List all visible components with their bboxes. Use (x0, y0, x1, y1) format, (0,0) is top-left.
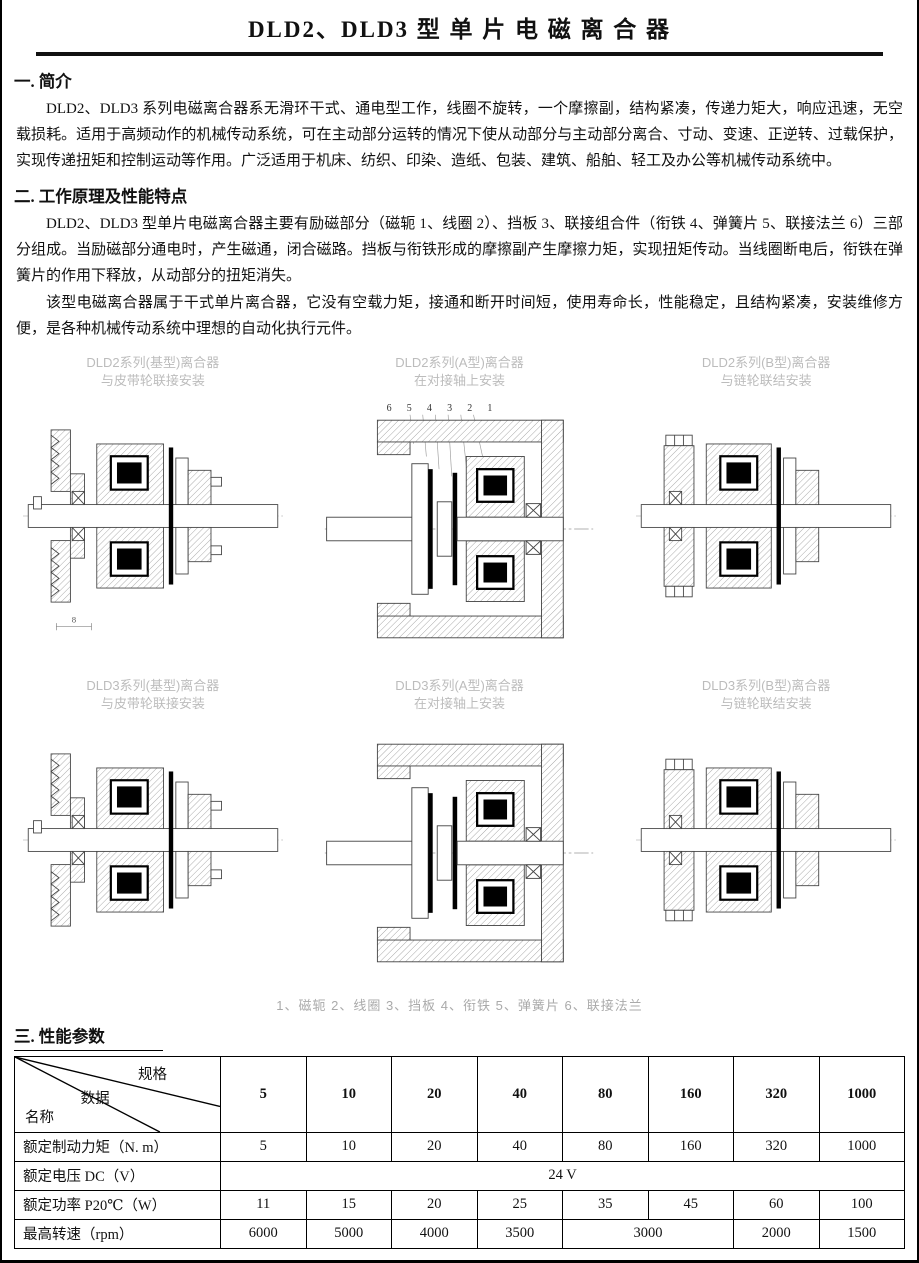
clutch-drawing-coupling: 6 5 4 3 2 1 (306, 404, 612, 665)
table-col-header: 320 (733, 1055, 820, 1133)
table-cell: 5 (220, 1131, 307, 1162)
table-cell: 4000 (391, 1218, 478, 1249)
table-col-header: 160 (647, 1055, 734, 1133)
figure-caption-line1: DLD3系列(A型)离合器 (395, 678, 524, 694)
figure-caption: DLD2系列(基型)离合器 与皮带轮联接安装 (86, 354, 219, 389)
figure-caption-line1: DLD3系列(基型)离合器 (86, 678, 220, 694)
clutch-drawing-pulley (20, 717, 286, 963)
table-cell: 20 (391, 1131, 478, 1162)
figure-dld3-b: DLD3系列(B型)离合器 与链轮联结安装 (627, 677, 905, 962)
principle-paragraph-1: DLD2、DLD3 型单片电磁离合器主要有励磁部分（磁轭 1、线圈 2）、挡板 … (16, 216, 903, 284)
table-cell: 6000 (220, 1218, 307, 1249)
figure-caption-line2: 与链轮联结安装 (720, 696, 812, 712)
figure-dld3-base: DLD3系列(基型)离合器 与皮带轮联接安装 (14, 677, 292, 962)
figure-dld3-a: DLD3系列(A型)离合器 在对接轴上安装 (296, 677, 624, 988)
table-cell: 20 (391, 1189, 478, 1220)
figure-caption: DLD3系列(B型)离合器 与链轮联结安装 (702, 677, 831, 712)
figure-caption-line1: DLD2系列(A型)离合器 (395, 355, 524, 371)
table-corner-cell: 规格 数据 名称 (14, 1055, 221, 1133)
principle-paragraph-2: 该型电磁离合器属于干式单片离合器，它没有空载力矩，接通和断开时间短，使用寿命长，… (16, 294, 903, 337)
table-cell: 15 (305, 1189, 392, 1220)
table-col-header: 40 (476, 1055, 563, 1133)
table-cell: 1500 (818, 1218, 905, 1249)
section-heading-dimensions: 四. 外形及安装尺寸 (14, 1258, 905, 1260)
page-title: DLD2、DLD3 型 单 片 电 磁 离 合 器 (247, 17, 672, 42)
figure-dld2-b: DLD2系列(B型)离合器 与链轮联结安装 (627, 354, 905, 639)
section-heading-principle: 二. 工作原理及性能特点 (14, 187, 188, 207)
figure-caption-line2: 与皮带轮联接安装 (100, 696, 205, 712)
table-row-label: 额定功率 P20℃（W） (14, 1189, 221, 1220)
performance-table: 规格 数据 名称 5 10 20 40 80 160 320 1000 额定制动… (14, 1055, 905, 1249)
table-cell: 40 (476, 1131, 563, 1162)
clutch-drawing-coupling (306, 717, 612, 989)
part-callout-numbers: 6 5 4 3 2 1 (387, 404, 499, 415)
table-cell: 45 (647, 1189, 734, 1220)
clutch-drawing-sprocket (633, 717, 899, 963)
table-cell: 3500 (476, 1218, 563, 1249)
section-heading-dimensions-label: 四. 外形及安装尺寸 (14, 1258, 212, 1260)
figure-caption-line1: DLD2系列(基型)离合器 (86, 355, 220, 371)
figure-caption: DLD2系列(B型)离合器 与链轮联结安装 (702, 354, 831, 389)
table-cell: 100 (818, 1189, 905, 1220)
table-cell: 80 (562, 1131, 649, 1162)
table-row-label: 额定制动力矩（N. m） (14, 1131, 221, 1162)
table-header-row: 规格 数据 名称 5 10 20 40 80 160 320 1000 (14, 1055, 905, 1133)
figure-caption-line2: 在对接轴上安装 (413, 372, 505, 388)
clutch-drawing-sprocket (633, 393, 899, 639)
table-cell: 25 (476, 1189, 563, 1220)
section-heading-parameters-label: 三. 性能参数 (14, 1023, 163, 1051)
table-cell: 5000 (305, 1218, 392, 1249)
figure-caption: DLD3系列(A型)离合器 在对接轴上安装 (395, 677, 524, 712)
section-heading-parameters: 三. 性能参数 (14, 1023, 905, 1051)
diagonal-divider (15, 1057, 220, 1132)
table-cell: 3000 (562, 1218, 734, 1249)
table-cell: 10 (305, 1131, 392, 1162)
title-divider (36, 52, 883, 56)
section-heading-intro: 一. 简介 (14, 72, 72, 91)
figure-row-dld3: DLD3系列(基型)离合器 与皮带轮联接安装 DLD3系列(A型)离合器 在对接… (14, 677, 905, 988)
table-col-header: 1000 (818, 1055, 905, 1133)
table-cell: 24 V (220, 1160, 905, 1191)
table-row-label: 最高转速（rpm） (14, 1218, 221, 1249)
table-col-header: 80 (562, 1055, 649, 1133)
table-cell: 2000 (733, 1218, 820, 1249)
table-cell: 160 (647, 1131, 734, 1162)
figure-caption-line2: 在对接轴上安装 (413, 696, 505, 712)
table-cell: 11 (220, 1189, 307, 1220)
figure-caption-line1: DLD2系列(B型)离合器 (701, 355, 831, 371)
corner-label-spec: 规格 (138, 1066, 167, 1083)
corner-label-name: 名称 (25, 1109, 54, 1126)
table-col-header: 10 (305, 1055, 392, 1133)
table-row-max-speed: 最高转速（rpm） 6000 5000 4000 3500 3000 2000 … (14, 1218, 905, 1249)
corner-label-data: 数据 (80, 1090, 110, 1107)
clutch-drawing-pulley: 8 (20, 393, 286, 631)
table-cell: 1000 (818, 1131, 905, 1162)
figure-caption: DLD2系列(A型)离合器 在对接轴上安装 (395, 354, 524, 389)
figure-caption: DLD3系列(基型)离合器 与皮带轮联接安装 (86, 677, 219, 712)
figure-caption-line2: 与皮带轮联接安装 (100, 372, 205, 388)
table-cell: 35 (562, 1189, 649, 1220)
figure-dld2-base: DLD2系列(基型)离合器 与皮带轮联接安装 8 (14, 354, 292, 639)
figure-caption-line2: 与链轮联结安装 (720, 372, 812, 388)
table-col-header: 20 (391, 1055, 478, 1133)
parts-legend: 1、磁轭 2、线圈 3、挡板 4、衔铁 5、弹簧片 6、联接法兰 (276, 997, 643, 1013)
table-col-header: 5 (220, 1055, 307, 1133)
figure-dld2-a: DLD2系列(A型)离合器 在对接轴上安装 6 5 4 3 2 1 (296, 354, 624, 665)
table-row-braking-torque: 额定制动力矩（N. m） 5 10 20 40 80 160 320 1000 (14, 1131, 905, 1162)
table-row-rated-power: 额定功率 P20℃（W） 11 15 20 25 35 45 60 100 (14, 1189, 905, 1220)
table-row-rated-voltage: 额定电压 DC（V） 24 V (14, 1160, 905, 1191)
table-row-label: 额定电压 DC（V） (14, 1160, 221, 1191)
dimension-label: 8 (72, 615, 77, 625)
table-cell: 320 (733, 1131, 820, 1162)
figure-caption-line1: DLD3系列(B型)离合器 (701, 678, 831, 694)
figure-row-dld2: DLD2系列(基型)离合器 与皮带轮联接安装 8 DLD2系列(A型)离合器 在… (14, 354, 905, 665)
intro-paragraph: DLD2、DLD3 系列电磁离合器系无滑环干式、通电型工作，线圈不旋转，一个摩擦… (16, 101, 903, 169)
table-cell: 60 (733, 1189, 820, 1220)
